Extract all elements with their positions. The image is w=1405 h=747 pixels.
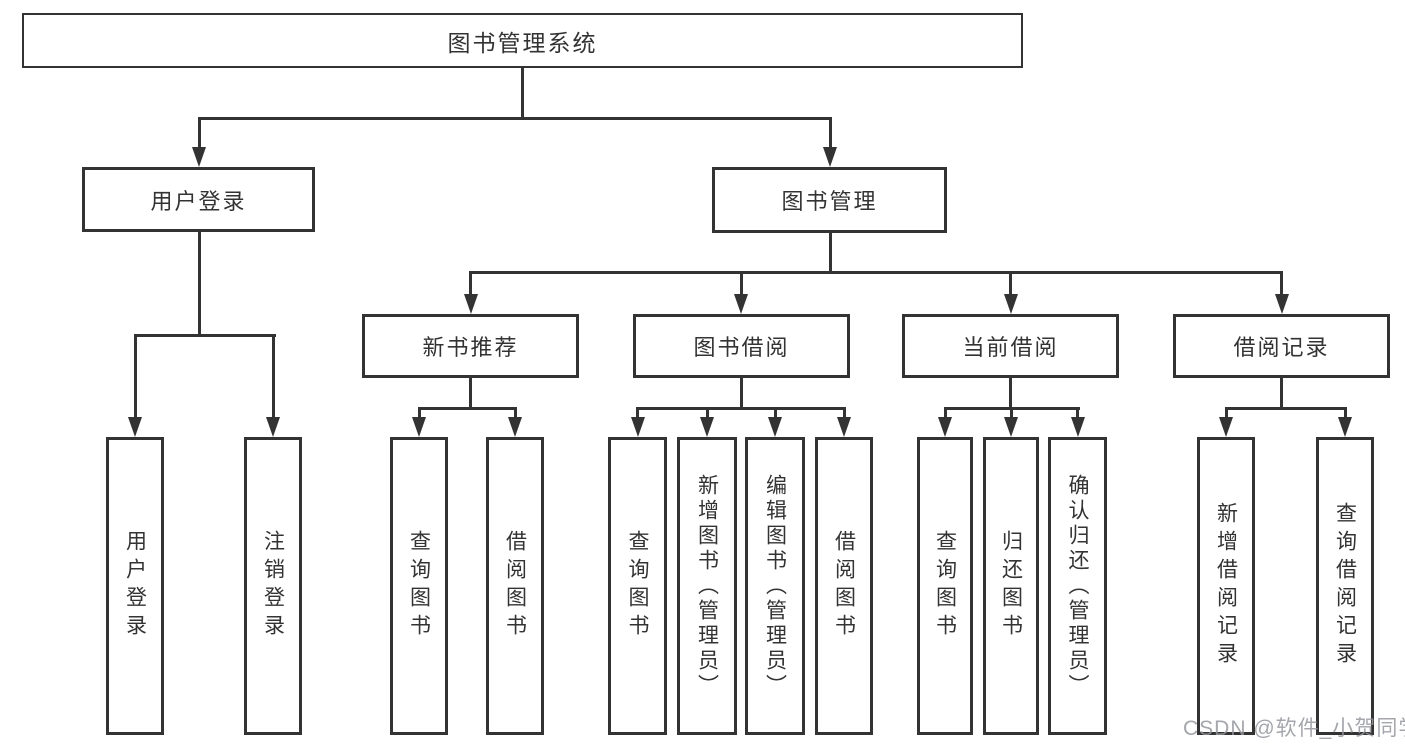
leaf-edit-book-admin: 编辑图书（管理员） — [745, 437, 805, 735]
node-label: 用户登录 — [150, 188, 247, 214]
connector-line — [520, 68, 524, 118]
arrow-down-icon — [938, 417, 952, 437]
connector-line — [469, 270, 1283, 274]
leaf-borrow-book-recommend: 借阅图书 — [486, 437, 544, 735]
leaf-add-book-admin: 新增图书（管理员） — [677, 437, 737, 735]
arrow-down-icon — [1004, 417, 1018, 437]
leaf-logout: 注销登录 — [244, 437, 302, 735]
connector-line — [828, 118, 832, 149]
connector-line — [842, 408, 846, 420]
leaf-label: 新增借阅记录 — [1214, 502, 1238, 670]
arrow-down-icon — [266, 417, 280, 437]
node-library-management-system: 图书管理系统 — [22, 13, 1023, 68]
connector-line — [1343, 408, 1347, 420]
arrow-down-icon — [508, 417, 522, 437]
leaf-label: 借阅图书 — [503, 530, 527, 642]
node-current-borrow: 当前借阅 — [902, 314, 1119, 378]
node-user-login: 用户登录 — [82, 167, 315, 232]
connector-line — [1009, 408, 1013, 420]
arrow-down-icon — [192, 147, 206, 167]
leaf-query-book-borrow: 查询图书 — [608, 437, 667, 735]
node-label: 图书管理 — [781, 189, 878, 214]
arrow-down-icon — [734, 294, 748, 314]
connector-line — [469, 272, 472, 296]
node-book-management: 图书管理 — [712, 167, 947, 233]
leaf-label: 用户登录 — [123, 530, 147, 642]
arrow-down-icon — [1003, 294, 1018, 314]
connector-line — [1224, 408, 1228, 420]
node-label: 借阅记录 — [1233, 335, 1330, 360]
leaf-label: 确认归还（管理员） — [1066, 473, 1089, 699]
connector-line — [1009, 272, 1012, 296]
connector-line — [739, 272, 743, 296]
node-label: 新书推荐 — [422, 335, 519, 360]
leaf-confirm-return-admin: 确认归还（管理员） — [1048, 437, 1107, 735]
connector-line — [1280, 272, 1283, 296]
arrow-down-icon — [837, 417, 851, 437]
connector-line — [1224, 406, 1347, 410]
leaf-query-borrow-record: 查询借阅记录 — [1316, 437, 1374, 735]
connector-line — [133, 333, 276, 337]
arrow-down-icon — [1070, 417, 1085, 437]
connector-line — [1280, 378, 1283, 409]
csdn-watermark: CSDN @软件_小贺同学 — [1183, 717, 1405, 740]
leaf-label: 查询图书 — [407, 530, 431, 642]
connector-line — [636, 408, 639, 420]
connector-line — [705, 408, 709, 420]
arrow-down-icon — [463, 294, 478, 314]
connector-line — [197, 116, 832, 120]
leaf-query-book-current: 查询图书 — [917, 437, 973, 735]
node-book-borrow: 图书借阅 — [633, 314, 850, 378]
connector-line — [271, 335, 275, 419]
leaf-label: 借阅图书 — [832, 530, 856, 642]
connector-line — [943, 408, 947, 420]
leaf-label: 注销登录 — [261, 530, 285, 642]
leaf-add-borrow-record: 新增借阅记录 — [1197, 437, 1255, 735]
connector-line — [197, 232, 201, 335]
leaf-borrow-book: 借阅图书 — [815, 437, 873, 735]
connector-line — [1009, 378, 1012, 409]
leaf-label: 查询图书 — [626, 530, 649, 642]
leaf-query-book-recommend: 查询图书 — [390, 437, 448, 735]
node-borrow-record: 借阅记录 — [1173, 314, 1390, 378]
arrow-down-icon — [412, 417, 426, 437]
connector-line — [1076, 408, 1079, 420]
connector-line — [773, 408, 777, 420]
connector-line — [469, 378, 472, 409]
node-label: 当前借阅 — [962, 335, 1059, 360]
connector-line — [417, 406, 517, 410]
arrow-down-icon — [1274, 294, 1289, 314]
arrow-down-icon — [128, 417, 142, 437]
connector-line — [513, 408, 517, 420]
connector-line — [739, 378, 743, 409]
arrow-down-icon — [823, 147, 837, 167]
leaf-label: 查询借阅记录 — [1333, 502, 1357, 670]
leaf-label: 归还图书 — [999, 530, 1023, 642]
leaf-label: 编辑图书（管理员） — [763, 473, 787, 699]
node-new-book-recommend: 新书推荐 — [362, 314, 579, 378]
leaf-return-book: 归还图书 — [983, 437, 1039, 735]
connector-line — [828, 232, 832, 272]
arrow-down-icon — [1338, 417, 1352, 437]
connector-line — [197, 118, 201, 149]
node-label: 图书管理系统 — [447, 29, 598, 56]
leaf-user-login: 用户登录 — [106, 437, 164, 735]
arrow-down-icon — [768, 417, 782, 437]
leaf-label: 新增图书（管理员） — [695, 473, 719, 699]
arrow-down-icon — [1219, 417, 1233, 437]
connector-line — [636, 406, 846, 410]
connector-line — [133, 335, 137, 419]
leaf-label: 查询图书 — [933, 530, 957, 642]
arrow-down-icon — [630, 417, 645, 437]
connector-line — [417, 408, 421, 420]
node-label: 图书借阅 — [693, 335, 790, 360]
arrow-down-icon — [700, 417, 714, 437]
